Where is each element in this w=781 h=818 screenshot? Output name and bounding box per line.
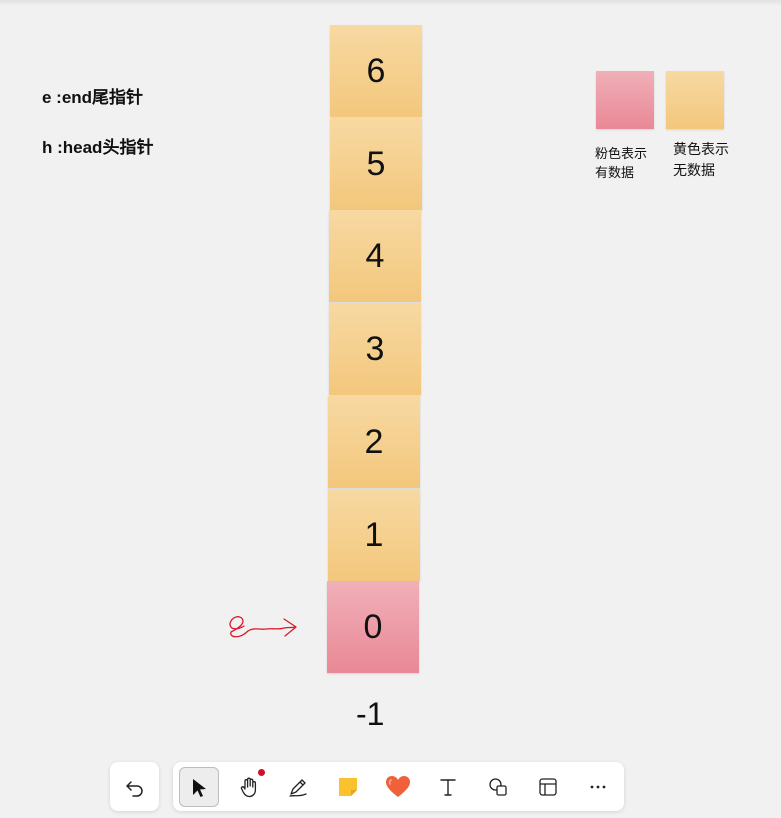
select-tool-button[interactable] <box>179 767 219 807</box>
end-pointer-label: e :end尾指针 <box>42 88 144 107</box>
heart-sticker-icon <box>386 776 410 797</box>
legend-pink-line1: 粉色表示 <box>595 146 648 161</box>
text-tool-button[interactable] <box>428 767 468 807</box>
legend-yellow-text[interactable]: 黄色表示 无数据 <box>673 139 729 181</box>
sticky-note-icon <box>339 778 357 796</box>
frame-tool-button[interactable] <box>528 767 568 807</box>
sticky-note-0[interactable]: 0 <box>327 581 419 673</box>
window-top-edge <box>0 0 781 6</box>
legend-yellow-swatch[interactable] <box>666 71 724 129</box>
hand-tool-button[interactable] <box>229 767 269 807</box>
sticky-note-1[interactable]: 1 <box>328 489 420 581</box>
undo-button[interactable] <box>115 767 155 807</box>
head-pointer-label: h :head头指针 <box>42 138 154 157</box>
undo-icon <box>126 781 143 797</box>
below-stack-label: -1 <box>356 696 385 732</box>
more-tools-button[interactable] <box>578 767 618 807</box>
shapes-icon <box>489 778 507 796</box>
notification-dot <box>258 769 265 776</box>
end-pointer-arrow-ink[interactable] <box>224 608 302 644</box>
select-icon <box>193 779 206 797</box>
pen-tool-button[interactable] <box>278 767 318 807</box>
hand-icon <box>240 777 257 798</box>
sticky-note-2[interactable]: 2 <box>328 396 420 488</box>
legend-pink-text[interactable]: 粉色表示 有数据 <box>595 144 647 182</box>
more-icon <box>590 785 606 789</box>
sticky-note-3[interactable]: 3 <box>329 303 421 395</box>
main-toolbar <box>173 762 624 811</box>
sticker-tool-button[interactable] <box>378 767 418 807</box>
pen-icon <box>289 779 307 797</box>
frame-icon <box>539 778 557 796</box>
legend-yellow-line2: 无数据 <box>673 162 715 178</box>
sticky-note-6[interactable]: 6 <box>330 25 422 117</box>
sticky-note-tool-button[interactable] <box>328 767 368 807</box>
sticky-note-4[interactable]: 4 <box>329 210 421 302</box>
legend-pink-line2: 有数据 <box>595 165 635 180</box>
legend-yellow-line1: 黄色表示 <box>673 141 729 157</box>
shapes-tool-button[interactable] <box>478 767 518 807</box>
sticky-note-5[interactable]: 5 <box>330 118 422 210</box>
undo-toolbar <box>110 762 159 811</box>
legend-pink-swatch[interactable] <box>596 71 654 129</box>
text-icon <box>440 779 456 796</box>
